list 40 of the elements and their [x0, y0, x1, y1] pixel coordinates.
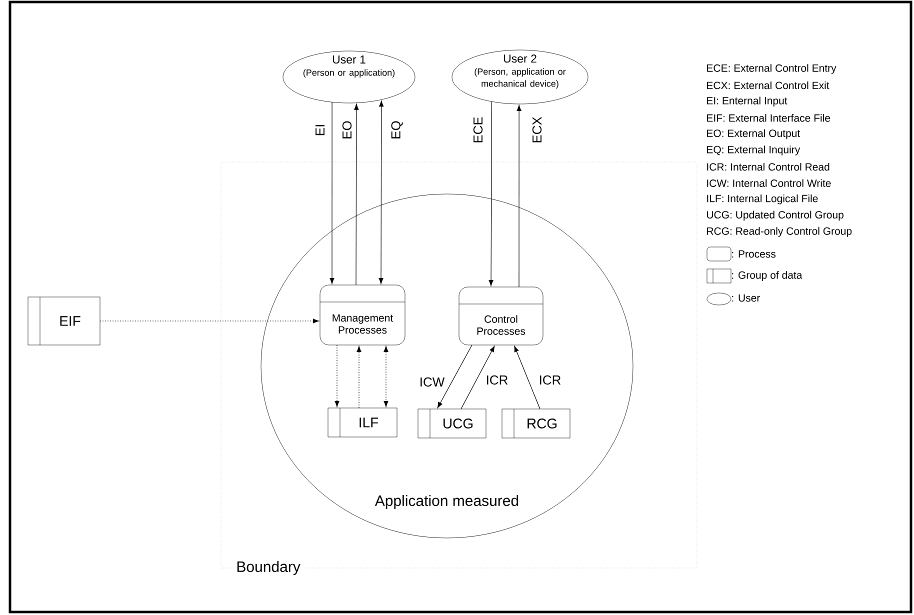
- edge-label: ECE: [473, 117, 483, 142]
- legend-text: : Process: [732, 250, 776, 258]
- abbreviation-text: UCG: Updated Control Group: [707, 210, 844, 221]
- edge-label: ICW: [420, 377, 445, 387]
- arrow: [437, 344, 472, 408]
- abbreviation-text: EQ: External Inquiry: [707, 146, 800, 156]
- data-group-box: ILF: [328, 408, 398, 438]
- abbreviation-text: ILF: Internal Logical File: [707, 194, 818, 204]
- edge-label: EI: [316, 125, 324, 136]
- arrow: [356, 346, 362, 408]
- arrow: [514, 346, 540, 410]
- legend-text: : Group of data: [732, 271, 802, 281]
- arrow: [460, 346, 495, 410]
- abbreviation-text: ECE: External Control Entry: [707, 64, 836, 74]
- arrow: [516, 105, 522, 288]
- abbreviation-text: EO: External Output: [707, 129, 800, 140]
- data-group-box: EIF: [28, 296, 100, 346]
- arrow: [100, 318, 319, 324]
- abbreviation-text: EIF: External Interface File: [707, 114, 830, 122]
- data-group-box: RCG: [502, 408, 570, 438]
- edge-label: ECX: [532, 116, 542, 142]
- abbreviation-text: RCG: Read-only Control Group: [707, 227, 852, 237]
- data-group-box: UCG: [418, 408, 486, 438]
- edge-label: EQ: [391, 121, 403, 138]
- arrow: [354, 104, 359, 286]
- process-box: Control Processes: [458, 286, 544, 346]
- abbreviation-text: ICW: Internal Control Write: [707, 179, 831, 187]
- arrow: [334, 344, 340, 407]
- abbreviation-text: EI: Enternal Input: [707, 96, 788, 106]
- arrow: [330, 102, 334, 284]
- edge-label: EO: [342, 121, 352, 138]
- arrow: [488, 101, 494, 286]
- abbreviation-text: ICR: Internal Control Read: [707, 162, 830, 171]
- legend-text: : User: [732, 294, 760, 302]
- arrow: [378, 100, 384, 284]
- edge-label: ICR: [487, 375, 508, 385]
- process-box: Management Processes: [320, 284, 406, 346]
- abbreviation-text: ECX: External Control Exit: [707, 81, 830, 90]
- edge-label: ICR: [540, 375, 561, 385]
- arrow: [384, 346, 388, 407]
